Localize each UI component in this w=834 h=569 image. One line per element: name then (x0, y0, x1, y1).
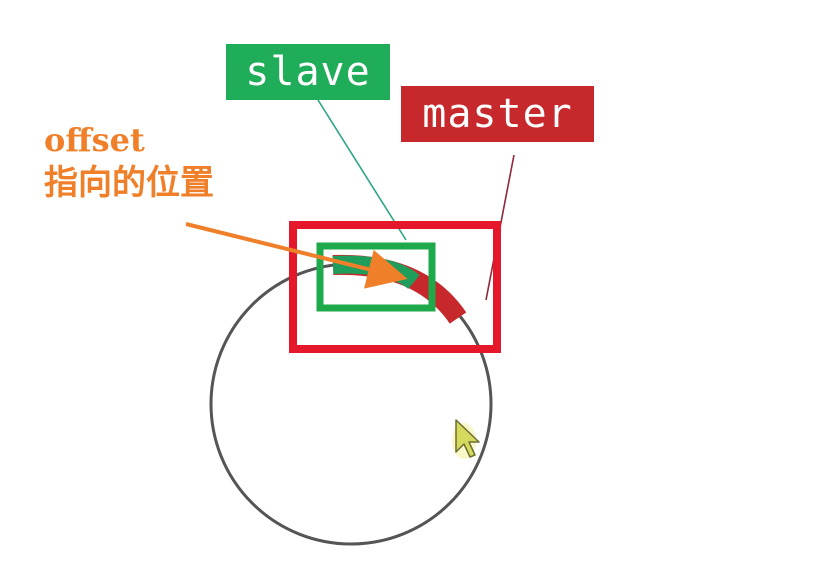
master-highlight-box (289, 221, 501, 353)
slave-label: slave (226, 44, 390, 100)
slave-label-text: slave (245, 49, 371, 95)
master-label-text: master (422, 91, 573, 137)
master-label: master (401, 86, 594, 142)
slave-arc-segment (332, 255, 420, 290)
annotation-line-offset: offset (44, 121, 145, 159)
mouse-cursor-icon (452, 419, 480, 459)
annotation-line-position: 指向的位置 (44, 163, 214, 203)
slave-connector-line (317, 99, 407, 241)
offset-arrow (185, 222, 408, 289)
offset-annotation: offset 指向的位置 (44, 120, 214, 205)
slave-highlight-box (316, 242, 436, 312)
